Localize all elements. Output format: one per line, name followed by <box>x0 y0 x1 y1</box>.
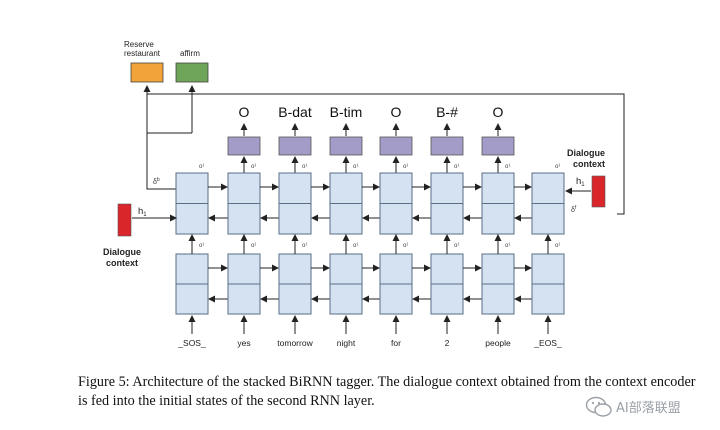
token-label: people <box>485 338 511 348</box>
intent-label-reserve-line1: Reserve <box>124 40 154 49</box>
left-context-box <box>117 203 132 237</box>
upper-state-label: o¹ <box>199 164 204 170</box>
token-layer: _SOS_ yes tomorrow night for 2 people _EOS_ <box>177 315 562 348</box>
token-label: _EOS_ <box>533 338 562 348</box>
left-context-state: h1 <box>138 206 147 218</box>
token-label: for <box>391 338 401 348</box>
token-label: yes <box>237 338 250 348</box>
watermark-text: AI部落联盟 <box>616 401 681 416</box>
slot-tag-label: O <box>493 104 504 120</box>
token-label: _SOS_ <box>177 338 206 348</box>
lower-state-label: o¹ <box>505 243 510 249</box>
lower-state-label: o¹ <box>302 243 307 249</box>
upper-state-label: o¹ <box>251 164 256 170</box>
intent-label-affirm: affirm <box>180 49 200 58</box>
slot-tag-label: B-tim <box>330 104 363 120</box>
watermark: AI部落联盟 <box>585 394 713 420</box>
intent-box-reserve-restaurant <box>130 62 164 83</box>
upper-state-label: o¹ <box>454 164 459 170</box>
output-projection-box <box>227 136 261 156</box>
right-context-state: h1 <box>576 176 585 188</box>
output-projection-box <box>481 136 515 156</box>
left-state-label: δb <box>153 177 160 186</box>
token-label: night <box>337 338 356 348</box>
slot-tag-label: B-dat <box>278 104 312 120</box>
left-context-label-line2: context <box>106 258 138 268</box>
upper-state-label: o¹ <box>403 164 408 170</box>
token-label: 2 <box>445 338 450 348</box>
left-context-label-line1: Dialogue <box>103 247 141 257</box>
output-projection-box <box>278 136 312 156</box>
birnn-architecture-diagram: Reserve restaurant affirm O B-dat B-tim O B-… <box>103 40 625 348</box>
lower-state-label: o¹ <box>403 243 408 249</box>
right-context-box <box>591 175 606 208</box>
intent-box-affirm <box>175 62 209 83</box>
lower-state-label: o¹ <box>251 243 256 249</box>
output-projection-box <box>430 136 464 156</box>
slot-tag-label: O <box>239 104 250 120</box>
slot-tag-label: O <box>391 104 402 120</box>
token-label: tomorrow <box>277 338 313 348</box>
output-projection-box <box>329 136 363 156</box>
upper-state-label: o¹ <box>302 164 307 170</box>
figure-caption: Figure 5: Architecture of the stacked Bi… <box>78 374 696 409</box>
lower-state-label: o¹ <box>353 243 358 249</box>
upper-state-label: o¹ <box>555 164 560 170</box>
lower-state-label: o¹ <box>555 243 560 249</box>
birnn-cells-layer: o¹ o¹ o¹ o¹ o¹ o¹ o¹ o¹ o¹ o¹ o¹ o¹ o¹ o¹ o¹ o¹ <box>175 164 565 315</box>
upper-state-label: o¹ <box>353 164 358 170</box>
lower-state-label: o¹ <box>199 243 204 249</box>
right-context-label-line2: context <box>573 159 605 169</box>
lower-state-label: o¹ <box>454 243 459 249</box>
output-projection-box <box>379 136 413 156</box>
slot-tag-label: B-# <box>436 104 458 120</box>
output-tag-layer: O B-dat B-tim O B-# O <box>227 104 515 173</box>
intent-label-reserve-line2: restaurant <box>124 49 161 58</box>
right-state-label: δf <box>571 205 577 214</box>
wechat-icon <box>585 396 612 417</box>
upper-state-label: o¹ <box>505 164 510 170</box>
intent-connectors <box>143 85 625 215</box>
right-context-label-line1: Dialogue <box>567 148 605 158</box>
